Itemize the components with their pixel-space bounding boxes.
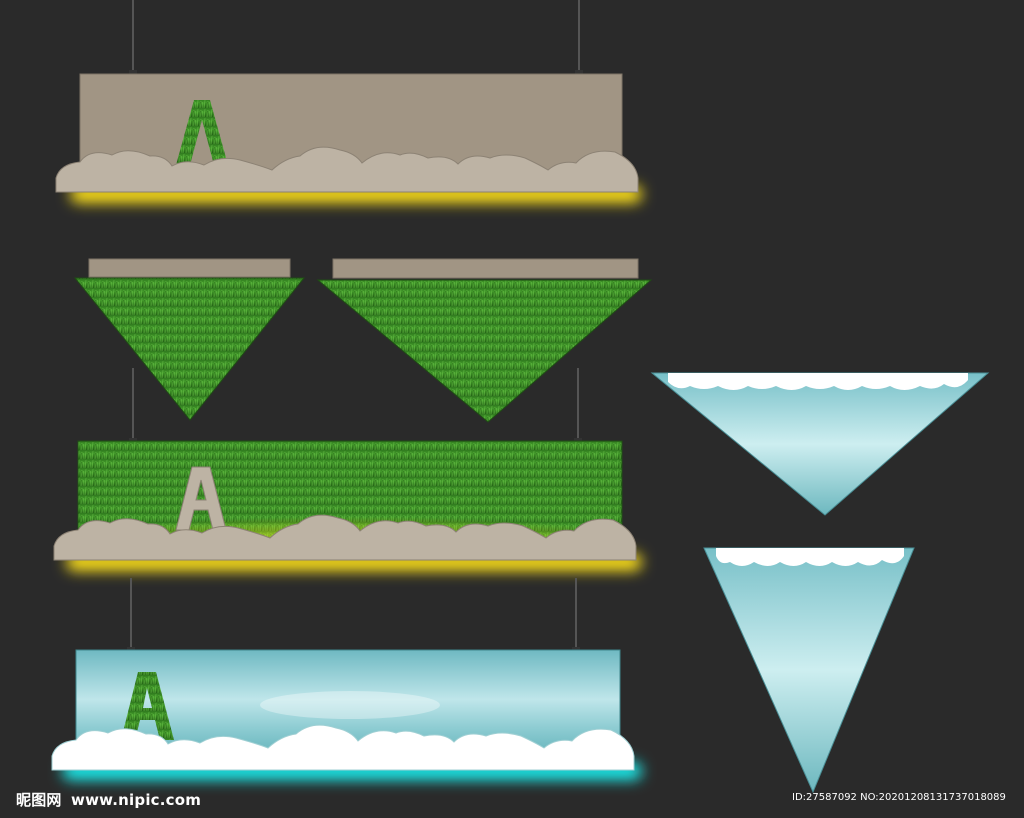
grass-triangle — [316, 279, 653, 423]
sign-beige-hanging — [55, 0, 642, 203]
beige-cloud-border — [53, 514, 637, 561]
beige-cloud-border — [55, 146, 639, 193]
grass-triangle-large — [316, 258, 653, 423]
grass-letter-cutout — [176, 100, 228, 165]
sign-sky-hanging — [51, 578, 642, 780]
watermark-left: 昵图网 www.nipic.com — [16, 789, 201, 810]
sky-triangle-wide — [650, 372, 990, 516]
sky-triangle-tall — [703, 547, 915, 794]
white-cloud-edge — [668, 373, 968, 390]
sign-grass-hanging — [53, 368, 642, 571]
watermark-id: ID:27587092 NO:20201208131737018089 — [792, 792, 1006, 803]
grass-triangle — [73, 277, 306, 421]
sky-triangle — [650, 372, 990, 516]
sun-haze — [260, 691, 440, 719]
top-sign-letter: A — [186, 110, 187, 111]
middle-sign-letter: A — [190, 480, 191, 481]
watermark-url[interactable]: www.nipic.com — [71, 791, 202, 809]
sky-triangle — [703, 547, 915, 794]
grass-letter-cutout — [121, 672, 174, 740]
white-cloud-edge — [716, 548, 904, 566]
triangle-top-bar — [88, 258, 291, 278]
triangle-top-bar — [332, 258, 639, 279]
watermark-brand: 昵图网 — [16, 791, 62, 809]
bottom-sign-letter: A — [140, 690, 141, 691]
grass-triangle-small — [73, 258, 306, 421]
white-cloud-border — [51, 724, 635, 771]
